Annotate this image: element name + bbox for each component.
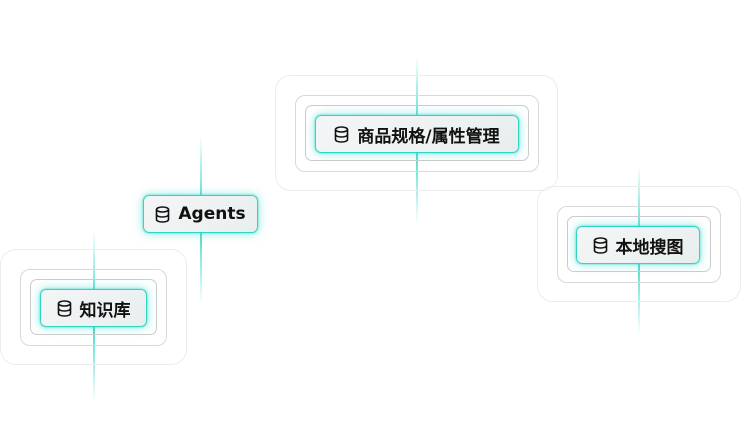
product-specs-node[interactable]: 商品规格/属性管理 xyxy=(315,115,519,153)
agents-label: Agents xyxy=(178,204,246,224)
local-search-label: 本地搜图 xyxy=(615,237,684,258)
local-search-node[interactable]: 本地搜图 xyxy=(576,226,700,264)
local-search-middle-frame xyxy=(557,206,721,283)
product-specs-middle-frame xyxy=(295,95,539,172)
database-icon xyxy=(57,299,71,317)
product-specs-outer-frame xyxy=(275,75,558,191)
database-icon xyxy=(156,205,170,223)
database-icon xyxy=(593,236,607,254)
product-specs-inner-frame xyxy=(305,105,529,161)
database-icon xyxy=(335,125,349,143)
knowledge-base-middle-frame xyxy=(20,269,167,346)
local-search-inner-frame xyxy=(567,216,711,272)
agents-node[interactable]: Agents xyxy=(143,195,258,233)
knowledge-base-inner-frame xyxy=(30,279,157,335)
product-specs-label: 商品规格/属性管理 xyxy=(357,126,500,147)
knowledge-base-label: 知识库 xyxy=(79,300,131,321)
knowledge-base-node[interactable]: 知识库 xyxy=(40,289,147,327)
knowledge-base-outer-frame xyxy=(0,249,187,365)
